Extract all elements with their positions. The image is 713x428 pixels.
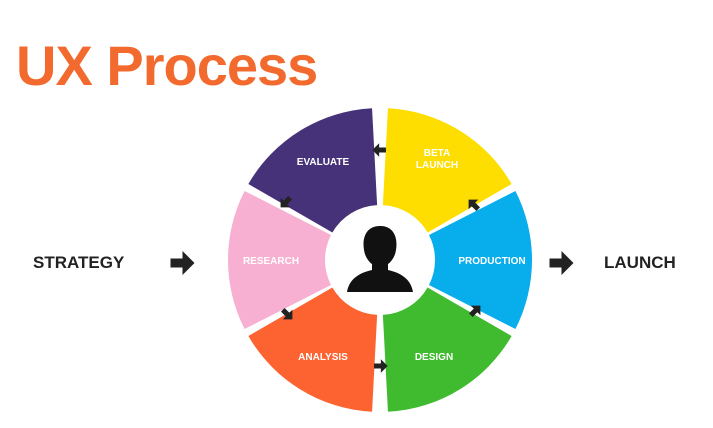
segment-label-research: RESEARCH	[243, 256, 299, 267]
arrow-evaluate-to-research-icon	[280, 195, 293, 208]
arrow-research-to-analysis-icon	[280, 307, 293, 320]
segment-label-design: DESIGN	[415, 352, 453, 363]
arrow-launch-icon	[549, 251, 574, 275]
segment-label-production: PRODUCTION	[458, 256, 525, 267]
arrow-beta-to-evaluate-icon	[372, 143, 386, 157]
segment-analysis	[248, 287, 378, 412]
launch-label: LAUNCH	[604, 253, 676, 272]
page-title: UX Process	[16, 34, 318, 97]
segment-label-analysis: ANALYSIS	[298, 352, 348, 363]
segment-beta-launch	[382, 108, 512, 233]
arrow-design-to-production-icon	[468, 305, 481, 318]
person-icon	[347, 226, 413, 292]
strategy-label: STRATEGY	[33, 253, 125, 272]
arrow-strategy-icon	[170, 251, 195, 275]
segment-evaluate	[248, 108, 378, 233]
arrow-production-to-beta-icon	[468, 199, 481, 212]
arrow-analysis-to-design-icon	[374, 359, 388, 373]
segments-group	[227, 108, 533, 412]
segment-research	[227, 190, 331, 330]
segment-production	[429, 190, 533, 330]
arrows-group	[170, 143, 574, 373]
segment-design	[382, 287, 512, 412]
segment-label-evaluate: EVALUATE	[297, 157, 350, 168]
